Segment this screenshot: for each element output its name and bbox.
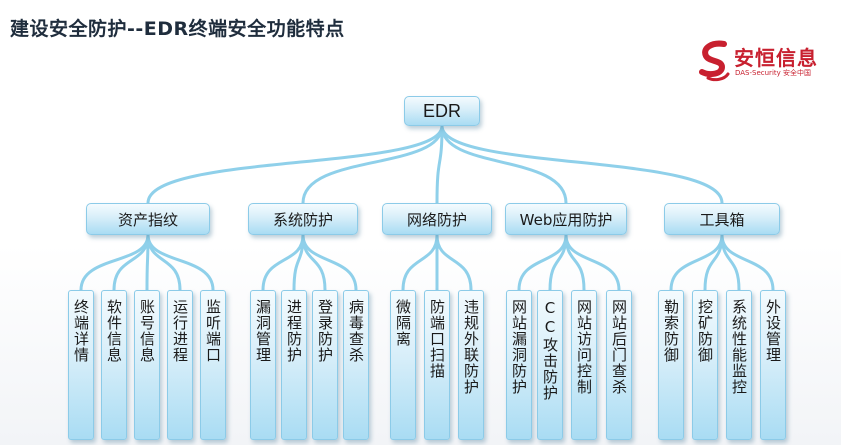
feature-node: CC攻击防护 bbox=[537, 290, 563, 440]
feature-node: 系统性能监控 bbox=[726, 290, 752, 440]
feature-node: 登录防护 bbox=[312, 290, 338, 440]
category-node: 系统防护 bbox=[248, 203, 358, 235]
feature-node: 进程防护 bbox=[281, 290, 307, 440]
logo-name-cn: 安恒信息 bbox=[734, 46, 818, 70]
category-to-feature-connector bbox=[301, 233, 358, 292]
feature-label: 进程防护 bbox=[285, 299, 303, 363]
feature-node: 病毒查杀 bbox=[343, 290, 369, 440]
feature-label: 监听端口 bbox=[204, 299, 222, 363]
feature-node: 防端口扫描 bbox=[424, 290, 450, 440]
feature-label: 运行进程 bbox=[171, 299, 189, 363]
root-node-edr: EDR bbox=[404, 96, 480, 126]
category-to-feature-connector bbox=[112, 233, 150, 292]
feature-label: 挖矿防御 bbox=[696, 299, 714, 363]
category-to-feature-connector bbox=[146, 233, 215, 292]
logo-mark-icon bbox=[699, 40, 730, 82]
feature-label: 病毒查杀 bbox=[347, 299, 365, 363]
feature-node: 外设管理 bbox=[760, 290, 786, 440]
feature-node: 运行进程 bbox=[167, 290, 193, 440]
feature-node: 勒索防御 bbox=[658, 290, 684, 440]
feature-node: 监听端口 bbox=[200, 290, 226, 440]
root-to-category-connector bbox=[146, 124, 444, 205]
category-to-feature-connector bbox=[401, 233, 439, 292]
feature-label: 勒索防御 bbox=[662, 299, 680, 363]
category-to-feature-connector bbox=[720, 233, 775, 292]
category-node: 工具箱 bbox=[664, 203, 780, 235]
feature-node: 终端详情 bbox=[68, 290, 94, 440]
category-to-feature-connector bbox=[564, 233, 621, 292]
company-logo: 安恒信息 DAS-Security 安全中国 bbox=[698, 40, 828, 86]
feature-label: 外设管理 bbox=[764, 299, 782, 363]
feature-node: 软件信息 bbox=[101, 290, 127, 440]
feature-label: 账号信息 bbox=[138, 299, 156, 363]
category-node: 网络防护 bbox=[382, 203, 492, 235]
feature-label: CC攻击防护 bbox=[541, 299, 559, 401]
logo-name-en: DAS-Security 安全中国 bbox=[735, 69, 811, 77]
category-to-feature-connector bbox=[146, 233, 182, 292]
feature-node: 网站后门查杀 bbox=[606, 290, 632, 440]
feature-label: 系统性能监控 bbox=[730, 299, 748, 395]
category-to-feature-connector bbox=[292, 233, 305, 292]
feature-node: 违规外联防护 bbox=[458, 290, 484, 440]
category-to-feature-connector bbox=[517, 233, 568, 292]
category-node: 资产指纹 bbox=[86, 203, 210, 235]
feature-label: 微隔离 bbox=[394, 299, 412, 347]
root-to-category-connector bbox=[435, 124, 444, 205]
feature-node: 漏洞管理 bbox=[250, 290, 276, 440]
category-to-feature-connector bbox=[435, 233, 473, 292]
feature-node: 挖矿防御 bbox=[692, 290, 718, 440]
feature-label: 软件信息 bbox=[105, 299, 123, 363]
feature-node: 账号信息 bbox=[134, 290, 160, 440]
root-to-category-connector bbox=[440, 124, 568, 205]
root-to-category-connector bbox=[301, 124, 444, 205]
feature-node: 网站漏洞防护 bbox=[506, 290, 532, 440]
feature-label: 防端口扫描 bbox=[428, 299, 446, 379]
slide-title: 建设安全防护--EDR终端安全功能特点 bbox=[10, 18, 345, 40]
feature-label: 漏洞管理 bbox=[254, 299, 272, 363]
root-to-category-connector bbox=[440, 124, 724, 205]
feature-label: 违规外联防护 bbox=[462, 299, 480, 395]
feature-label: 网站访问控制 bbox=[575, 299, 593, 395]
feature-label: 登录防护 bbox=[316, 299, 334, 363]
feature-node: 微隔离 bbox=[390, 290, 416, 440]
category-node: Web应用防护 bbox=[505, 203, 627, 235]
category-to-feature-connector bbox=[669, 233, 724, 292]
feature-label: 网站后门查杀 bbox=[610, 299, 628, 395]
feature-node: 网站访问控制 bbox=[571, 290, 597, 440]
feature-label: 终端详情 bbox=[72, 299, 90, 363]
feature-label: 网站漏洞防护 bbox=[510, 299, 528, 395]
